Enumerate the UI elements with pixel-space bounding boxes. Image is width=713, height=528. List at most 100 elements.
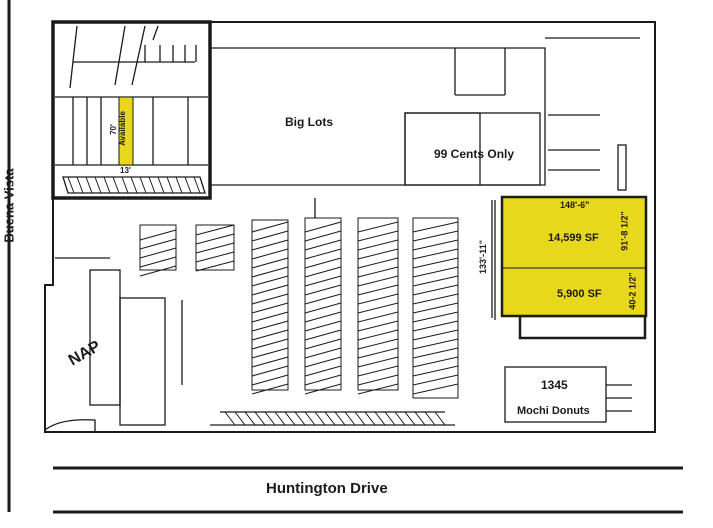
parking-stall-line [251,284,289,296]
parking-stall-line [357,320,399,332]
parking-stall-line [304,230,342,242]
parking-stall-line [412,230,459,242]
parking-stall-line [412,248,459,260]
parking-stall-line [412,374,459,386]
parking-stall-line [357,347,399,359]
parking-stall-line [184,176,192,194]
parking-stall-line [412,383,459,395]
parking-stall-line [139,256,177,268]
parking-stall-line [67,176,75,194]
parking-stall-line [251,374,289,386]
parking-stall-line [412,356,459,368]
available-parcel [51,20,212,200]
parking-stall-line [254,411,266,426]
parking-stall-line [357,257,399,269]
parking-stall-line [304,221,342,233]
width-dimension: 148'-6" [560,200,590,210]
parking-stall-line [357,365,399,377]
big-lots-label: Big Lots [285,115,333,129]
parking-stall-line [304,284,342,296]
parking-stall-line [412,266,459,278]
parking-stall-line [304,347,342,359]
parking-stall-line [304,374,342,386]
parking-stall-line [384,411,396,426]
parking-stall-line [244,411,256,426]
parking-stall-line [412,293,459,305]
parking-stall-line [294,411,306,426]
suite-2-area: 5,900 SF [557,288,602,300]
parking-stall-line [357,302,399,314]
parking-stall-line [94,176,102,194]
parking-stall-line [251,383,289,395]
parking-stall-line [412,302,459,314]
parking-stall-line [251,275,289,287]
parking-stall-line [195,233,235,245]
parking-stall-line [139,229,177,241]
parking-stall-line [264,411,276,426]
mochi-number-label: 1345 [541,378,568,392]
parking-stall-line [175,176,183,194]
parking-stall-line [251,347,289,359]
parking-stall-line [234,411,246,426]
parking-stall-line [166,176,174,194]
parking-stall-line [357,266,399,278]
parking-stall-line [314,411,326,426]
parking-stall-line [364,411,376,426]
parking-stall-line [412,347,459,359]
parking-stall-line [139,176,147,194]
parking-stall-line [357,383,399,395]
parking-stall-line [195,260,235,272]
parking-stall-line [404,411,416,426]
parking-stall-line [354,411,366,426]
parking-stall-line [304,356,342,368]
parking-stall-line [274,411,286,426]
parking-stall-line [374,411,386,426]
parking-stall-line [304,302,342,314]
parking-stall-line [195,224,235,236]
parking-stall-line [251,338,289,350]
parking-stall-line [357,221,399,233]
suite-1-area: 14,599 SF [548,232,599,244]
parking-stall-line [304,239,342,251]
available-width-label: 13' [120,166,131,175]
total-depth-dimension: 133'-11" [477,240,488,274]
buena-vista-label: Buena Vista [1,168,17,243]
99-cents-only-building [404,112,541,186]
parking-stall-line [251,302,289,314]
parking-stall-line [412,275,459,287]
parking-stall-line [304,338,342,350]
suite-2-depth: 40-2 1/2" [627,272,638,310]
parking-stall-line [139,247,177,259]
parking-stall-line [251,356,289,368]
parking-stall-line [284,411,296,426]
parking-stall-line [357,239,399,251]
parking-stall-line [251,248,289,260]
parking-stall-line [251,365,289,377]
parking-stall-line [251,320,289,332]
available-suites [500,195,648,318]
parking-stall-line [139,238,177,250]
99-cents-only-label: 99 Cents Only [434,147,515,161]
parking-stall-line [344,411,356,426]
parking-stall-line [357,284,399,296]
parking-stall-line [251,239,289,251]
parking-stall-line [304,293,342,305]
parking-stall-line [304,266,342,278]
parking-stall-line [112,176,120,194]
parking-stall-line [139,265,177,277]
suite-1-depth: 91'-8 1/2" [619,211,630,251]
parking-stall-line [195,251,235,263]
parking-stall-line [85,176,93,194]
parking-stall-line [412,284,459,296]
parking-stall-line [304,257,342,269]
parking-stall-line [412,221,459,233]
parking-stall-line [412,329,459,341]
available-pad-label: Available [117,111,127,146]
parking-stall-line [414,411,426,426]
parking-stall-line [224,411,236,426]
parking-stall-line [412,365,459,377]
parking-stall-line [251,266,289,278]
parking-stall-line [157,176,165,194]
parking-stall-line [357,338,399,350]
